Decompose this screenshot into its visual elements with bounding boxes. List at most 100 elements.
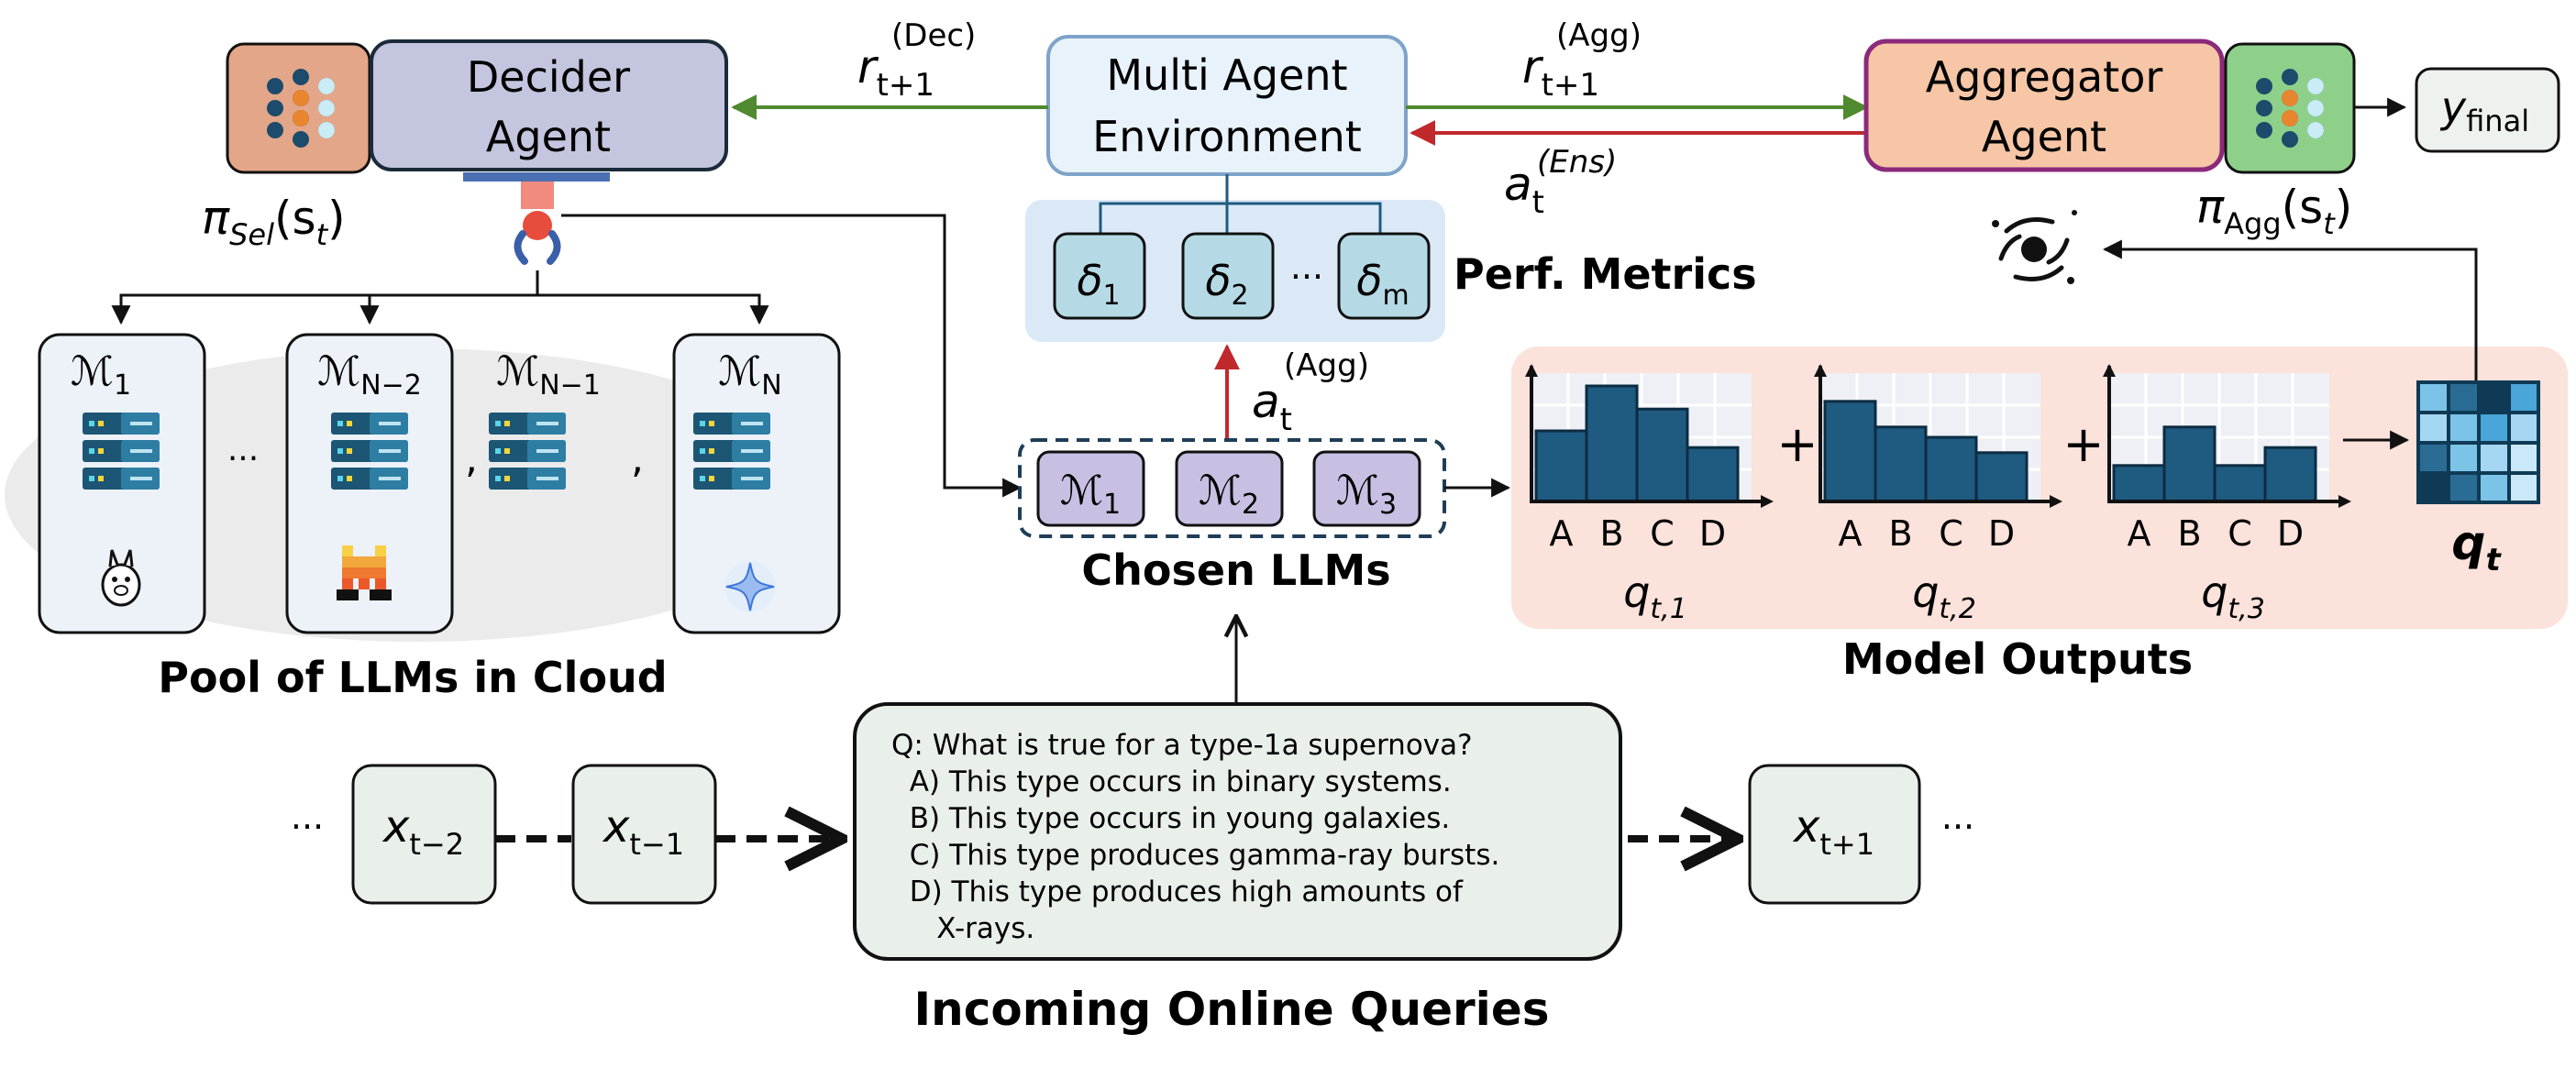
chart-axis-arrowhead bbox=[1761, 495, 1774, 508]
query-x-t-2[interactable]: xt−2 bbox=[351, 764, 497, 905]
chart-bar bbox=[1635, 407, 1689, 503]
final-output-label: yfinal bbox=[2439, 83, 2529, 138]
matrix-to-aggregator-arrow bbox=[2102, 239, 2478, 380]
query-label: xt+1 bbox=[1792, 801, 1874, 862]
pool-comma: , bbox=[465, 435, 478, 482]
query-ellipsis-left: ··· bbox=[291, 807, 324, 847]
query-label: xt−1 bbox=[602, 801, 684, 862]
chart-tick-label: B bbox=[1888, 513, 1912, 554]
chart-tick-label: B bbox=[1599, 513, 1623, 554]
pool-model-label: ℳN−2 bbox=[317, 348, 422, 402]
query-line: A) This type occurs in binary systems. bbox=[891, 765, 1452, 798]
server-icon bbox=[489, 413, 566, 490]
llama-icon bbox=[101, 549, 141, 607]
query-x-t-1[interactable]: xt−1 bbox=[571, 764, 717, 905]
decider-nn-icon bbox=[226, 42, 371, 174]
chart-bar bbox=[1585, 384, 1639, 503]
chart-bar bbox=[2263, 446, 2317, 503]
action-ensemble-label: at bbox=[1504, 158, 1544, 221]
query-line: Q: What is true for a type-1a supernova? bbox=[891, 729, 1473, 762]
chart-bar bbox=[1534, 429, 1588, 503]
chart-q-label: qt,2 bbox=[1912, 567, 1976, 625]
reward-decider-label: rt+1 bbox=[857, 40, 934, 104]
chart-tick-label: A bbox=[1550, 513, 1574, 554]
pool-model-label: ℳN bbox=[718, 348, 782, 402]
plus-sign: + bbox=[1776, 415, 1818, 473]
chart-q-label: qt,3 bbox=[2201, 567, 2265, 625]
chart-tick-label: D bbox=[2277, 513, 2304, 554]
reward-aggregator-sup: (Agg) bbox=[1556, 17, 1642, 54]
gemini-icon bbox=[724, 561, 776, 612]
reward-aggregator-label: rt+1 bbox=[1522, 40, 1599, 104]
gripper-icon bbox=[514, 182, 561, 265]
chart-bar bbox=[1686, 446, 1740, 503]
chart-tick-label: A bbox=[1839, 513, 1863, 554]
final-output-box[interactable]: yfinal bbox=[2415, 67, 2560, 153]
aggregator-policy: πAgg(st) bbox=[2196, 181, 2352, 241]
metric-label: δ1 bbox=[1077, 256, 1120, 312]
chosen-model-2[interactable]: ℳ2 bbox=[1175, 450, 1284, 527]
chosen-model-label: ℳ2 bbox=[1199, 468, 1259, 521]
pool-ellipsis: ··· bbox=[227, 440, 259, 478]
chart-bar bbox=[1924, 435, 1978, 503]
metric-label: δm bbox=[1356, 256, 1409, 312]
chosen-model-1[interactable]: ℳ1 bbox=[1036, 450, 1145, 527]
chosen-model-label: ℳ3 bbox=[1336, 468, 1397, 521]
decider-policy: πSel(st) bbox=[202, 192, 346, 252]
environment-box[interactable]: Multi Agent Environment bbox=[1046, 35, 1408, 176]
environment-label-line2: Environment bbox=[1092, 112, 1362, 161]
galaxy-icon bbox=[1992, 210, 2077, 284]
metric-delta-2[interactable]: δ2 bbox=[1181, 232, 1275, 320]
chart-axis bbox=[1530, 366, 1770, 503]
metric-delta-m[interactable]: δm bbox=[1337, 232, 1431, 320]
chart-tick-label: C bbox=[2228, 513, 2252, 554]
chart-axis bbox=[2107, 366, 2348, 503]
action-aggregate-label: at bbox=[1252, 375, 1292, 438]
decider-label-line2: Agent bbox=[486, 112, 611, 161]
chart-bar bbox=[2162, 425, 2217, 503]
chart-bar bbox=[2213, 464, 2267, 503]
action-ensemble-sup: (Ens) bbox=[1537, 144, 1617, 181]
query-line: X-rays. bbox=[891, 912, 1034, 945]
decider-agent-box[interactable]: Decider Agent bbox=[370, 39, 728, 171]
query-line: C) This type produces gamma-ray bursts. bbox=[891, 839, 1499, 872]
chosen-model-3[interactable]: ℳ3 bbox=[1312, 450, 1421, 527]
chart-tick-label: D bbox=[1988, 513, 2015, 554]
query-line: D) This type produces high amounts of bbox=[891, 875, 1464, 908]
decider-to-chosen-arrow bbox=[561, 214, 1023, 498]
metrics-title: Perf. Metrics bbox=[1454, 249, 1757, 299]
metric-ellipsis: ··· bbox=[1290, 257, 1323, 297]
pool-model-card-n-2[interactable]: ℳN−2 bbox=[285, 333, 454, 634]
aggregate-q-label: qt bbox=[2451, 516, 2502, 578]
chart-bar bbox=[1974, 451, 2029, 503]
mistral-icon bbox=[337, 545, 392, 600]
pool-model-card-1[interactable]: ℳ1 bbox=[38, 333, 206, 634]
gripper-to-pool-line bbox=[111, 270, 539, 325]
aggregator-label-line2: Agent bbox=[1982, 112, 2106, 161]
aggregator-label-line1: Aggregator bbox=[1926, 52, 2163, 102]
chart-axis-arrowhead bbox=[1525, 364, 1538, 377]
metric-delta-1[interactable]: δ1 bbox=[1053, 232, 1146, 320]
current-query-box[interactable]: Q: What is true for a type-1a supernova?… bbox=[853, 702, 1622, 961]
metrics-connector bbox=[1099, 174, 1382, 234]
plus-sign: + bbox=[2062, 415, 2104, 473]
chart-tick-label: A bbox=[2128, 513, 2151, 554]
chart-bar bbox=[1874, 425, 1928, 503]
gripper-to-pool-line bbox=[537, 293, 769, 325]
chart-tick-label: C bbox=[1650, 513, 1675, 554]
aggregator-nn-icon bbox=[2224, 42, 2356, 174]
aggregator-agent-box[interactable]: Aggregator Agent bbox=[1863, 39, 2225, 172]
query-line: B) This type occurs in young galaxies. bbox=[891, 802, 1450, 835]
chosen-title: Chosen LLMs bbox=[1081, 545, 1390, 595]
chart-q-label: qt,1 bbox=[1623, 567, 1687, 625]
queries-title: Incoming Online Queries bbox=[914, 983, 1550, 1036]
chart-axis bbox=[1819, 366, 2059, 503]
query-x-t+1[interactable]: xt+1 bbox=[1748, 764, 1921, 905]
pool-model-card-n[interactable]: ℳN bbox=[672, 333, 841, 634]
decider-bar bbox=[463, 172, 610, 182]
environment-label-line1: Multi Agent bbox=[1106, 50, 1347, 100]
